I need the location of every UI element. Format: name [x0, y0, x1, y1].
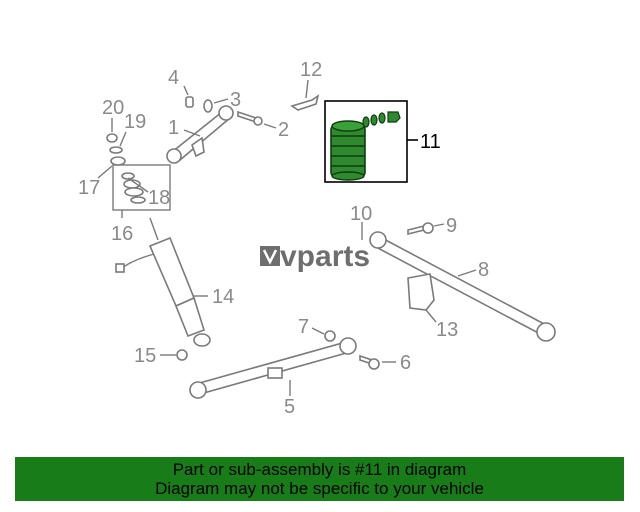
callout-20[interactable]: 20	[102, 97, 124, 119]
banner-line-2: Diagram may not be specific to your vehi…	[155, 479, 484, 498]
bolt-2[interactable]	[237, 110, 277, 129]
callout-12[interactable]: 12	[300, 59, 322, 81]
bolt-6[interactable]	[359, 354, 396, 370]
bracket-12[interactable]	[290, 79, 320, 111]
callout-11[interactable]: 11	[420, 131, 441, 153]
callout-6[interactable]: 6	[400, 352, 411, 374]
callout-5[interactable]: 5	[284, 396, 295, 418]
bolt-9[interactable]	[407, 222, 445, 236]
washer-4[interactable]	[183, 85, 194, 108]
callout-9[interactable]: 9	[446, 215, 457, 237]
washer-19[interactable]	[109, 131, 127, 154]
callout-18[interactable]: 18	[148, 187, 170, 209]
bolt-15[interactable]	[160, 349, 188, 361]
banner-line-1: Part or sub-assembly is #11 in diagram	[172, 460, 467, 479]
vparts-watermark: vparts	[260, 240, 370, 273]
callout-16[interactable]: 16	[111, 223, 133, 245]
fitment-banner: Part or sub-assembly is #11 in diagram D…	[15, 457, 624, 501]
bump-stop-boot	[330, 120, 366, 181]
callout-17[interactable]: 17	[78, 177, 100, 199]
cushion-17[interactable]	[97, 156, 126, 179]
callout-10[interactable]: 10	[350, 203, 372, 225]
callout-3[interactable]: 3	[230, 89, 241, 111]
callout-13[interactable]: 13	[436, 319, 458, 341]
upper-control-arm[interactable]	[166, 105, 234, 164]
shock-absorber-14[interactable]	[115, 217, 211, 347]
lead-18	[127, 177, 149, 193]
bracket-13[interactable]	[407, 273, 437, 323]
boot-hardware	[362, 111, 401, 128]
callout-1[interactable]: 1	[168, 117, 179, 139]
callout-4[interactable]: 4	[168, 67, 179, 89]
callout-2[interactable]: 2	[278, 119, 289, 141]
part-11-highlight-box[interactable]	[324, 100, 418, 183]
callout-8[interactable]: 8	[478, 259, 489, 281]
callout-19[interactable]: 19	[124, 111, 146, 133]
hardware-kit-box-16[interactable]	[112, 164, 171, 218]
nut-3[interactable]	[203, 98, 229, 113]
trailing-arm-8[interactable]	[369, 231, 556, 342]
lower-control-arm-5[interactable]	[189, 337, 357, 399]
bushing-7[interactable]	[311, 327, 336, 342]
bolt-20[interactable]	[106, 118, 118, 143]
callout-15[interactable]: 15	[134, 345, 156, 367]
callout-7[interactable]: 7	[298, 316, 309, 338]
callout-14[interactable]: 14	[212, 286, 234, 308]
vparts-wordmark: vparts	[280, 240, 370, 273]
vparts-logo-icon	[260, 246, 280, 266]
